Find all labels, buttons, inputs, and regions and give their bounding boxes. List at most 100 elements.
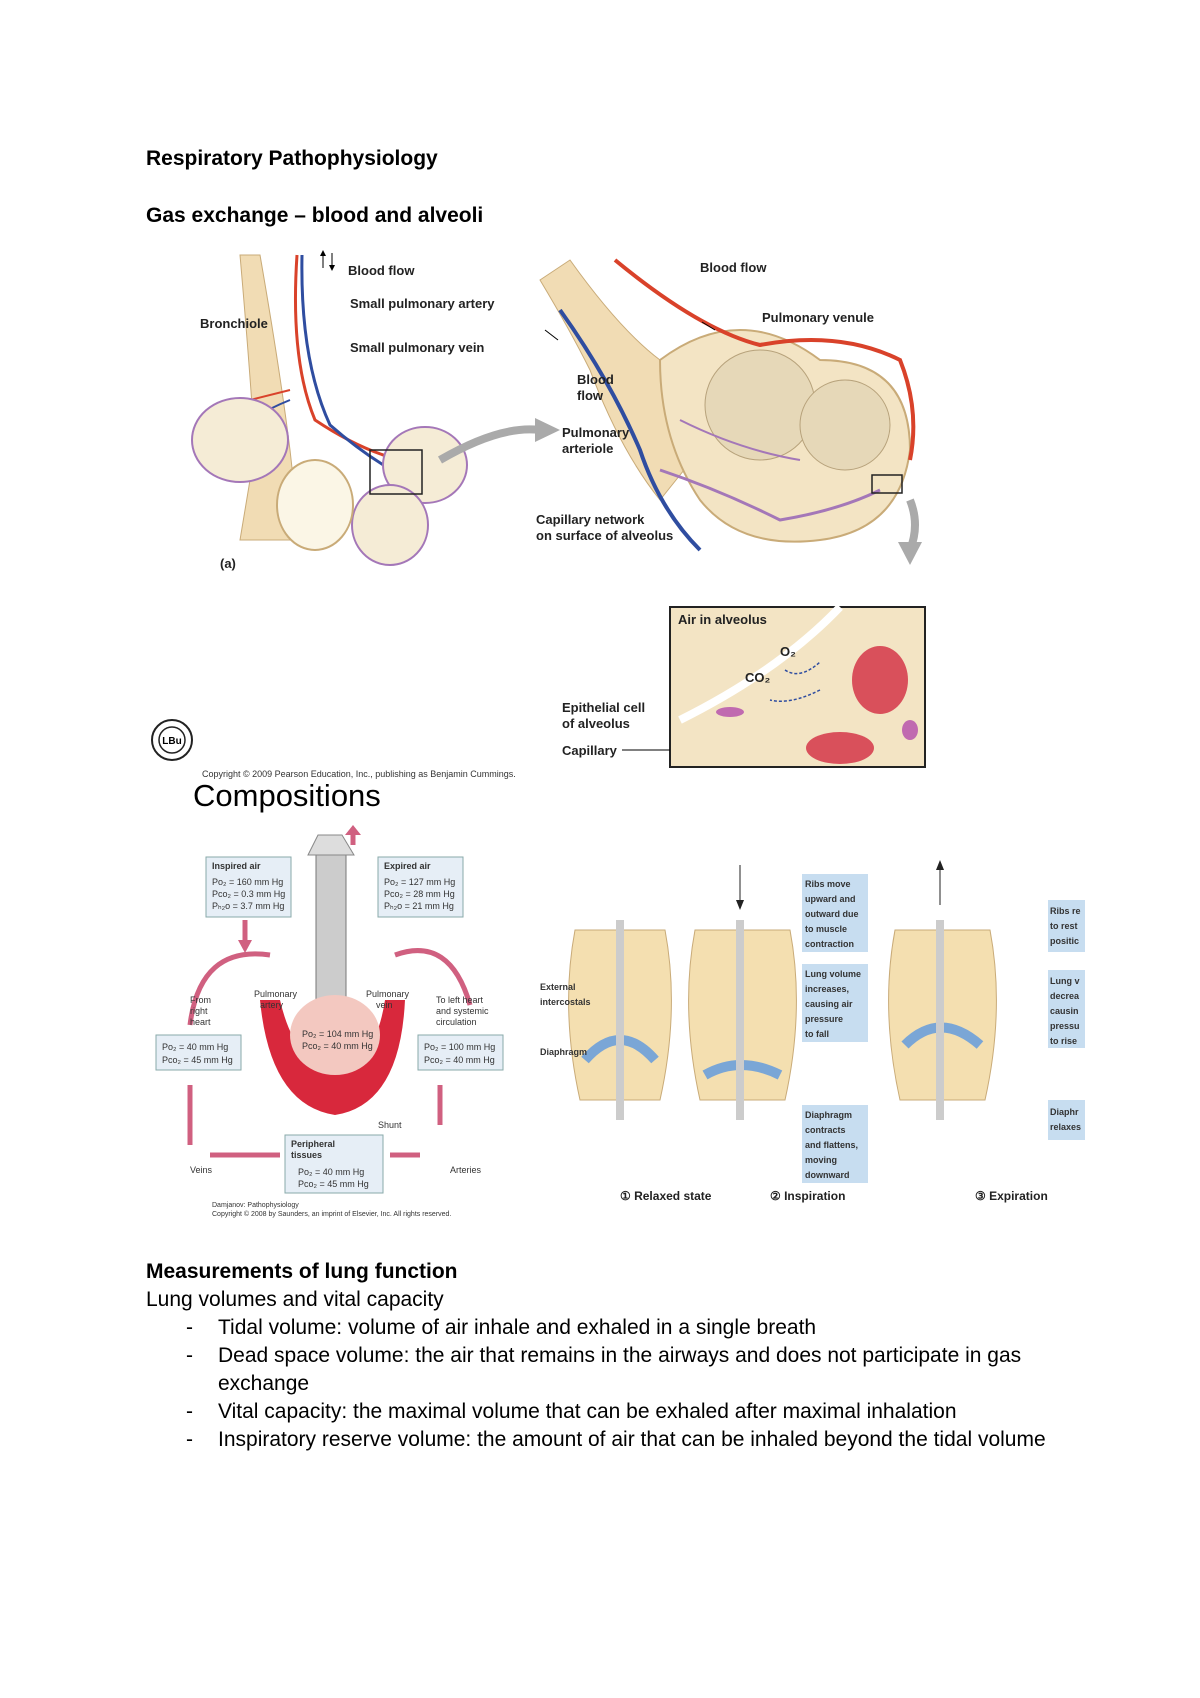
label-lung-volume-decreases: to rise — [1050, 1036, 1077, 1046]
inspired-air-title: Inspired air — [212, 861, 261, 871]
measurements-title: Measurements of lung function — [146, 1260, 458, 1283]
label-capillary: Capillary — [562, 743, 618, 758]
label-from-right-heart: right — [190, 1006, 208, 1016]
label-lung-volume-increases: to fall — [805, 1029, 829, 1039]
label-inspiration: ② Inspiration — [770, 1189, 845, 1203]
copyright-pearson: Copyright © 2009 Pearson Education, Inc.… — [202, 769, 516, 779]
label-lung-volume-increases: pressure — [805, 1014, 843, 1024]
breathing-mechanics-diagram: Ribs move upward and outward due to musc… — [540, 860, 1085, 1203]
measurements-list: Tidal volume: volume of air inhale and e… — [146, 1314, 1066, 1454]
measurements-subtitle: Lung volumes and vital capacity — [146, 1288, 444, 1311]
label-o2: O₂ — [780, 644, 796, 659]
right-box-value: Pco₂ = 40 mm Hg — [424, 1055, 495, 1065]
label-diaphragm-contracts: contracts — [805, 1125, 846, 1135]
section-heading-gas-exchange: Gas exchange – blood and alveoli — [146, 204, 484, 227]
label-from-right-heart: heart — [190, 1017, 211, 1027]
label-lung-volume-increases: increases, — [805, 984, 849, 994]
alveolus-value: Pco₂ = 40 mm Hg — [302, 1041, 373, 1051]
expired-line: Po₂ = 127 mm Hg — [384, 877, 455, 887]
label-ribs-return: Ribs re — [1050, 906, 1081, 916]
label-lung-volume-increases: causing air — [805, 999, 853, 1009]
label-blood-flow-right: Blood flow — [700, 260, 767, 275]
label-shunt: Shunt — [378, 1120, 402, 1130]
peripheral-value: Pco₂ = 45 mm Hg — [298, 1179, 369, 1189]
label-pulmonary-artery: artery — [260, 1000, 284, 1010]
inspired-line: Pₕ₂o = 3.7 mm Hg — [212, 901, 284, 911]
gas-exchange-figure: Blood flow Small pulmonary artery Small … — [151, 250, 926, 779]
inspired-line: Pco₂ = 0.3 mm Hg — [212, 889, 285, 899]
label-small-pulmonary-vein: Small pulmonary vein — [350, 340, 484, 355]
label-pulmonary-vein: Pulmonary — [366, 989, 410, 999]
alveolus-inset — [669, 604, 926, 768]
label-ribs-return: positic — [1050, 936, 1079, 946]
label-pulmonary-artery: Pulmonary — [254, 989, 298, 999]
measurements-section: Measurements of lung function Lung volum… — [146, 1258, 1066, 1454]
label-ribs-move: upward and — [805, 894, 856, 904]
credit-line: Copyright © 2008 by Saunders, an imprint… — [212, 1210, 451, 1218]
credit-line: Damjanov: Pathophysiology — [212, 1202, 299, 1209]
label-diaphragm: Diaphragm — [540, 1047, 587, 1057]
label-ribs-return: to rest — [1050, 921, 1078, 931]
list-item: Vital capacity: the maximal volume that … — [146, 1398, 1066, 1426]
label-diaphragm-relaxes: Diaphr — [1050, 1107, 1079, 1117]
lbu-logo: LBu — [151, 719, 193, 761]
compositions-diagram: Inspired air Po₂ = 160 mm Hg Pco₂ = 0.3 … — [155, 825, 504, 1218]
label-blood-flow: Blood flow — [348, 263, 415, 278]
label-external-intercostals: intercostals — [540, 997, 591, 1007]
label-diaphragm-relaxes: relaxes — [1050, 1122, 1081, 1132]
label-to-left-heart: and systemic — [436, 1006, 489, 1016]
label-expiration: ③ Expiration — [975, 1189, 1048, 1203]
list-item: Tidal volume: volume of air inhale and e… — [146, 1314, 1066, 1342]
label-diaphragm-contracts: moving — [805, 1155, 837, 1165]
compositions-title: Compositions — [193, 778, 381, 813]
right-box-value: Po₂ = 100 mm Hg — [424, 1042, 495, 1052]
label-to-left-heart: To left heart — [436, 995, 484, 1005]
label-pulmonary-arteriole-b: arteriole — [562, 441, 613, 456]
label-blood-flow-2b: flow — [577, 388, 604, 403]
label-capillary-network-a: Capillary network — [536, 512, 645, 527]
label-small-pulmonary-artery: Small pulmonary artery — [350, 296, 495, 311]
label-ribs-move: Ribs move — [805, 879, 851, 889]
label-air-in-alveolus: Air in alveolus — [678, 612, 767, 627]
page-title: Respiratory Pathophysiology — [146, 147, 438, 170]
label-lung-volume-increases: Lung volume — [805, 969, 861, 979]
peripheral-title: tissues — [291, 1150, 322, 1160]
label-epithelial-a: Epithelial cell — [562, 700, 645, 715]
left-box-value: Po₂ = 40 mm Hg — [162, 1042, 228, 1052]
ribcage-expiration — [888, 860, 997, 1120]
inspired-line: Po₂ = 160 mm Hg — [212, 877, 283, 887]
label-lung-volume-decreases: Lung v — [1050, 976, 1080, 986]
label-lung-volume-decreases: decrea — [1050, 991, 1080, 1001]
label-veins: Veins — [190, 1165, 213, 1175]
label-ribs-move: outward due — [805, 909, 859, 919]
label-arteries: Arteries — [450, 1165, 482, 1175]
bronchiole-illustration — [191, 250, 560, 566]
expired-line: Pₕ₂o = 21 mm Hg — [384, 901, 454, 911]
alveolus-value: Po₂ = 104 mm Hg — [302, 1029, 373, 1039]
label-co2: CO₂ — [745, 670, 771, 685]
label-panel-a: (a) — [220, 556, 236, 571]
svg-text:LBu: LBu — [162, 736, 181, 747]
label-relaxed-state: ① Relaxed state — [620, 1189, 712, 1203]
label-diaphragm-contracts: and flattens, — [805, 1140, 858, 1150]
label-blood-flow-2a: Blood — [577, 372, 614, 387]
label-lung-volume-decreases: pressu — [1050, 1021, 1080, 1031]
peripheral-title: Peripheral — [291, 1139, 335, 1149]
label-pulmonary-vein: vein — [376, 1000, 393, 1010]
label-epithelial-b: of alveolus — [562, 716, 630, 731]
label-to-left-heart: circulation — [436, 1017, 477, 1027]
label-diaphragm-contracts: downward — [805, 1170, 850, 1180]
ribcage-relaxed — [568, 920, 672, 1120]
label-ribs-move: contraction — [805, 939, 854, 949]
ribcage-inspiration — [688, 865, 797, 1120]
label-pulmonary-venule: Pulmonary venule — [762, 310, 874, 325]
alveolus-illustration — [539, 258, 922, 565]
label-capillary-network-b: on surface of alveolus — [536, 528, 673, 543]
label-diaphragm-contracts: Diaphragm — [805, 1110, 852, 1120]
label-pulmonary-arteriole-a: Pulmonary — [562, 425, 630, 440]
label-ribs-move: to muscle — [805, 924, 847, 934]
peripheral-value: Po₂ = 40 mm Hg — [298, 1167, 364, 1177]
label-bronchiole: Bronchiole — [200, 316, 268, 331]
label-external-intercostals: External — [540, 982, 576, 992]
left-box-value: Pco₂ = 45 mm Hg — [162, 1055, 233, 1065]
